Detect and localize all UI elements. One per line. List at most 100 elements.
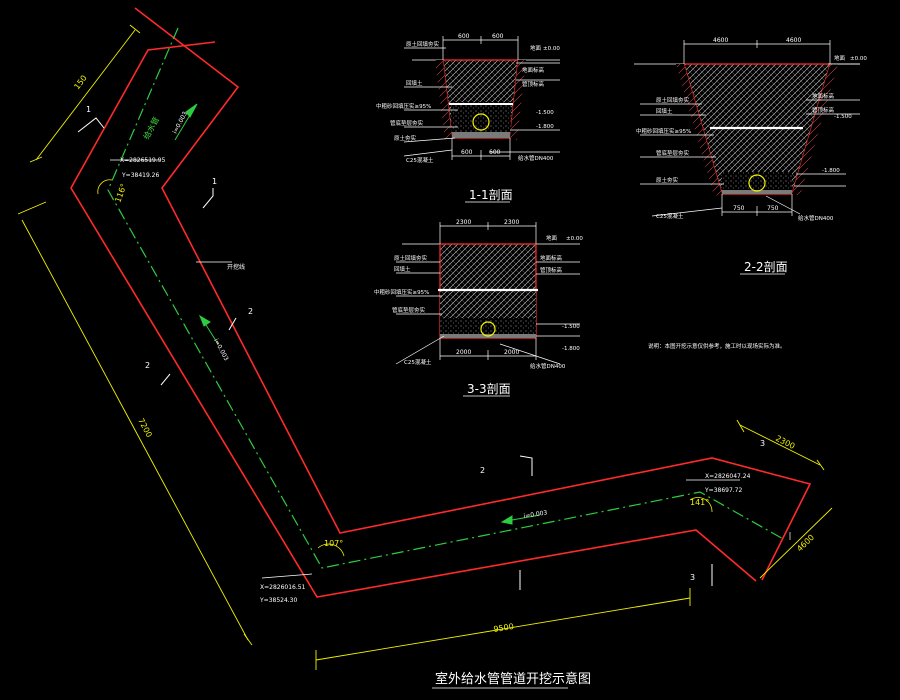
dim-right-top-text: 2300 — [774, 434, 796, 451]
s22-elev-bot: -1.800 — [822, 168, 840, 174]
section-2-2: 4600 4600 750 750 原土回填夯实 回填土 中粗砂回填压实≥95%… — [634, 37, 867, 275]
coord-bottom-y: Y=38524.30 — [259, 597, 298, 604]
s33-elev-top: ±0.00 — [566, 236, 583, 242]
section-marks — [77, 117, 713, 590]
s33-label-l0: 原土回填夯实 — [394, 254, 428, 262]
s22-dim-bot-left: 750 — [733, 205, 745, 212]
coord-top-y: Y=38419.26 — [121, 172, 160, 179]
s22-label-r0: 地面 — [834, 54, 846, 62]
s22-title: 2-2剖面 — [744, 260, 788, 274]
s22-dim-top-left: 4600 — [713, 37, 728, 44]
s11-dim-top-left: 600 — [458, 33, 470, 40]
s33-label-r3: 给水管DN400 — [530, 362, 566, 370]
angle-arc-top — [97, 179, 113, 195]
section-1-1: 600 600 600 600 原土回填夯实 回填土 中粗砂回填压实≥95% 管… — [376, 33, 560, 203]
s33-label-l4: C25混凝土 — [404, 358, 432, 366]
s11-label-r2: 管顶标高 — [522, 80, 545, 88]
pipe-centerline — [107, 27, 786, 569]
dimension-lines — [17, 24, 833, 670]
s22-label-l3: 管底垫层夯实 — [656, 149, 690, 157]
pipe-label: 给水管 — [141, 115, 161, 141]
s11-label-r1: 地面标高 — [522, 66, 545, 74]
angle-bottom-text: 107° — [324, 539, 343, 548]
slope-text-mid: i=0.003 — [212, 338, 229, 363]
slope-text-bottom: i=0.003 — [523, 509, 548, 520]
s33-dim-bot-right: 2000 — [504, 349, 519, 356]
s33-label-l1: 回填土 — [394, 265, 411, 273]
sec-mark-2a: 2 — [248, 307, 253, 316]
trench-outer-edge — [134, 7, 812, 581]
coord-right-x: X=2826047.24 — [705, 473, 751, 480]
s33-label-l2: 中粗砂回填压实≥95% — [374, 288, 429, 296]
angle-top-text: 116° — [113, 182, 128, 203]
s11-label-r0: 地面 — [530, 44, 542, 52]
sec-mark-3a: 3 — [760, 439, 765, 448]
section-3-3: 2300 2300 2000 2000 原土回填夯实 回填土 中粗砂回填压实≥9… — [374, 219, 583, 397]
plan-view: 150 7200 9500 2300 4600 116° 107° 141° X… — [17, 7, 833, 670]
s11-dim-bot-right: 600 — [489, 149, 501, 156]
s11-label-l4: 原土夯实 — [394, 134, 417, 142]
drawing-note: 说明：本图开挖示意仅供参考，施工时以现场实际为准。 — [648, 342, 786, 350]
s11-label-l3: 管底垫层夯实 — [390, 119, 424, 127]
s22-label-r2: 管顶标高 — [812, 106, 835, 114]
s22-label-l5: C25混凝土 — [656, 212, 684, 220]
s11-label-l1: 回填土 — [406, 79, 423, 87]
s22-label-l4: 原土夯实 — [656, 176, 679, 184]
slope-arrow-top — [174, 103, 198, 141]
sec-mark-2c: 2 — [480, 466, 485, 475]
s33-label-l3: 管底垫层夯实 — [392, 306, 426, 314]
s11-label-r3: 给水管DN400 — [518, 154, 554, 162]
s11-elev-bot: -1.800 — [536, 124, 554, 130]
s33-elev-bot: -1.800 — [562, 346, 580, 352]
s33-label-r0: 地面 — [546, 234, 558, 242]
angle-arc-right — [689, 497, 713, 513]
sec-mark-3b: 3 — [690, 573, 695, 582]
s33-dim-top-left: 2300 — [456, 219, 471, 226]
s11-label-l0: 原土回填夯实 — [406, 40, 440, 48]
s22-label-r1: 地面标高 — [812, 92, 835, 100]
s33-label-r2: 管顶标高 — [540, 266, 563, 274]
coord-right-y: Y=38697.72 — [704, 487, 743, 494]
angle-right-text: 141° — [690, 498, 709, 507]
s33-dim-top-right: 2300 — [504, 219, 519, 226]
s33-elev-mid: -1.500 — [562, 324, 580, 330]
s11-label-l2: 中粗砂回填压实≥95% — [376, 102, 431, 110]
angle-arc-bottom — [317, 543, 345, 557]
slope-arrow-bottom — [500, 514, 541, 525]
s11-title: 1-1剖面 — [469, 188, 513, 202]
s33-label-r1: 地面标高 — [540, 254, 563, 262]
pipe-circle-3-3 — [480, 321, 496, 337]
s22-label-l2: 中粗砂回填压实≥95% — [636, 127, 691, 135]
s22-label-l1: 回填土 — [656, 107, 673, 115]
s11-label-l5: C25混凝土 — [406, 156, 434, 164]
leader-lines — [110, 159, 791, 579]
sec-mark-1a: 1 — [86, 105, 91, 114]
dim-left-text: 7200 — [136, 417, 154, 439]
s22-label-r3: 给水管DN400 — [798, 214, 834, 222]
coord-bottom-x: X=2826016.51 — [260, 584, 306, 591]
s33-title: 3-3剖面 — [467, 382, 511, 396]
s33-dim-bot-left: 2000 — [456, 349, 471, 356]
s22-dim-top-right: 4600 — [786, 37, 801, 44]
sec-mark-1b: 1 — [212, 177, 217, 186]
dim-right-side-text: 4600 — [795, 533, 816, 554]
s11-elev-mid: -1.500 — [536, 110, 554, 116]
dim-bottom-text: 9500 — [493, 622, 515, 634]
dim-top-text: 150 — [72, 74, 88, 92]
trench-inner-edge — [70, 41, 757, 598]
slope-arrow-mid — [198, 314, 219, 345]
boundary-label: 开挖线 — [227, 263, 245, 271]
sec-mark-2b: 2 — [145, 361, 150, 370]
s11-dim-top-right: 600 — [492, 33, 504, 40]
s22-dim-bot-right: 750 — [767, 205, 779, 212]
s11-dim-bot-left: 600 — [461, 149, 473, 156]
s22-label-l0: 原土回填夯实 — [656, 96, 690, 104]
pipe-circle-1-1 — [472, 113, 490, 131]
coord-top-x: X=2826519.95 — [120, 157, 166, 164]
s11-elev-top: ±0.00 — [543, 46, 560, 52]
main-title: 室外给水管管道开挖示意图 — [435, 671, 591, 687]
s22-elev-top: ±0.00 — [850, 56, 867, 62]
s22-elev-mid: -1.500 — [834, 114, 852, 120]
pipe-circle-2-2 — [748, 174, 766, 192]
